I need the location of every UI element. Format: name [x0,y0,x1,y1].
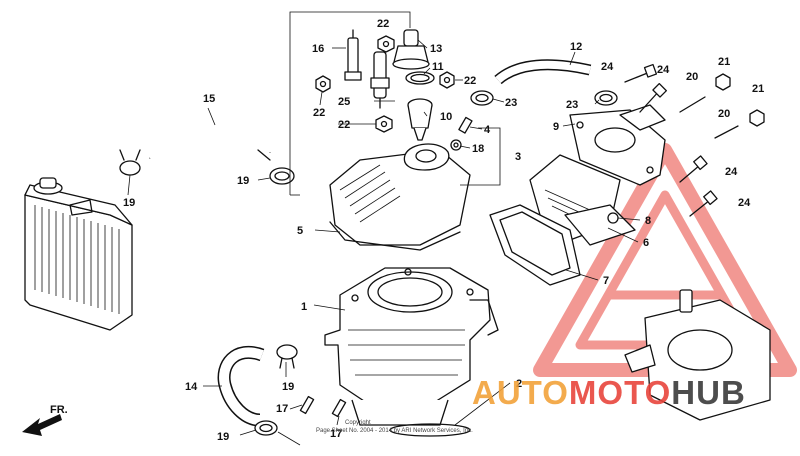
callout-14: 14 [185,381,198,393]
hose-clamp-19-lower-left [254,420,278,436]
water-outlet-13 [392,29,430,70]
callout-2: 2 [516,378,522,390]
callout-24-a: 24 [601,61,614,73]
watermark-word-hub: HUB [671,374,746,411]
hose-clamp-23-left [470,90,494,106]
hose-14 [217,345,265,427]
callout-17-b: 17 [330,428,342,440]
hose-12 [494,59,592,85]
callout-23-b: 23 [566,99,578,111]
o-ring-11 [405,71,435,85]
watermark-wordmark: AUTOMOTOHUB [472,374,746,411]
hose-clamp-19-upper-left [119,149,141,176]
callout-22-d: 22 [338,119,350,131]
callout-20-b: 20 [718,108,730,120]
nut-21-upper [715,73,731,91]
watermark-word-auto: AUTO [472,374,569,411]
front-direction-label: FR. [50,404,68,416]
callout-22-c: 22 [313,107,325,119]
dowel-pin-17-a [299,395,315,415]
leader-lines [127,39,641,446]
spark-plug-cap-16 [344,29,362,81]
group-3-bracket [460,127,501,186]
callout-11: 11 [432,61,444,73]
callout-19-b: 19 [237,175,249,187]
callout-21-b: 21 [752,83,764,95]
nut-22-left [315,75,331,93]
hose-clamp-19-upper-right [269,167,295,185]
callout-9: 9 [553,121,559,133]
nut-22-lower [375,115,393,133]
callout-19-d: 19 [217,431,229,443]
callout-3: 3 [515,151,521,163]
callout-16: 16 [312,43,324,55]
callout-5: 5 [297,225,303,237]
thermostat-group-bracket [289,11,411,196]
callout-17-a: 17 [276,403,288,415]
callout-21-a: 21 [718,56,730,68]
hose-clamp-19-lower-right [276,344,298,369]
callout-6: 6 [643,237,649,249]
callout-numbers: 15 19 19 22 16 13 11 22 22 25 22 10 23 4… [123,18,764,443]
copyright-line-2: Page Sheet No. 2004 - 2014 by ARI Networ… [316,428,473,434]
watermark-word-moto: MOTO [569,374,671,411]
radiator [24,177,133,331]
callout-25: 25 [338,96,350,108]
callout-7: 7 [603,275,609,287]
callout-20-a: 20 [686,71,698,83]
nut-22-right [439,71,455,89]
callout-24-b: 24 [657,64,670,76]
callout-4: 4 [484,124,491,136]
bolt-8 [607,212,619,224]
gasket-7 [489,204,581,286]
dowel-pin-17-b [331,398,347,418]
base-gasket-2 [389,423,471,437]
callout-10: 10 [440,111,452,123]
cylinder-head-5 [329,143,471,251]
callout-22-b: 22 [464,75,476,87]
stud-20-upper [679,96,706,113]
washer-18 [450,139,462,151]
stud-20-lower [714,125,739,139]
callout-18: 18 [472,143,484,155]
carburetor [624,289,771,421]
svg-text:AUTOMOTOHUB: AUTOMOTOHUB [472,374,746,411]
bolt-24-b [639,82,668,113]
intake-manifold-9 [569,104,666,186]
hose-clamp-23-right [594,90,618,106]
callout-23-a: 23 [505,97,517,109]
bolt-24-d [689,190,718,217]
spark-plug-25 [370,51,390,109]
hose-15 [147,115,274,161]
callout-1: 1 [301,301,307,313]
callout-13: 13 [430,43,442,55]
nut-21-lower [749,109,765,127]
cylinder-1 [324,267,499,426]
nut-22-top [377,35,395,53]
callout-19-a: 19 [123,197,135,209]
bolt-4 [458,116,473,134]
bolt-24-a [624,63,658,83]
bolt-24-c [679,155,708,183]
callout-22-a: 22 [377,18,389,30]
callout-8: 8 [645,215,651,227]
front-direction-arrow: FR. [22,404,68,436]
callout-19-c: 19 [282,381,294,393]
callout-15: 15 [203,93,215,105]
callout-24-d: 24 [738,197,751,209]
thermostat-10 [407,98,433,141]
copyright-line-1: Copyright [345,420,371,426]
callout-12: 12 [570,41,582,53]
callout-24-c: 24 [725,166,738,178]
copyright-notice: Copyright Page Sheet No. 2004 - 2014 by … [316,420,473,434]
